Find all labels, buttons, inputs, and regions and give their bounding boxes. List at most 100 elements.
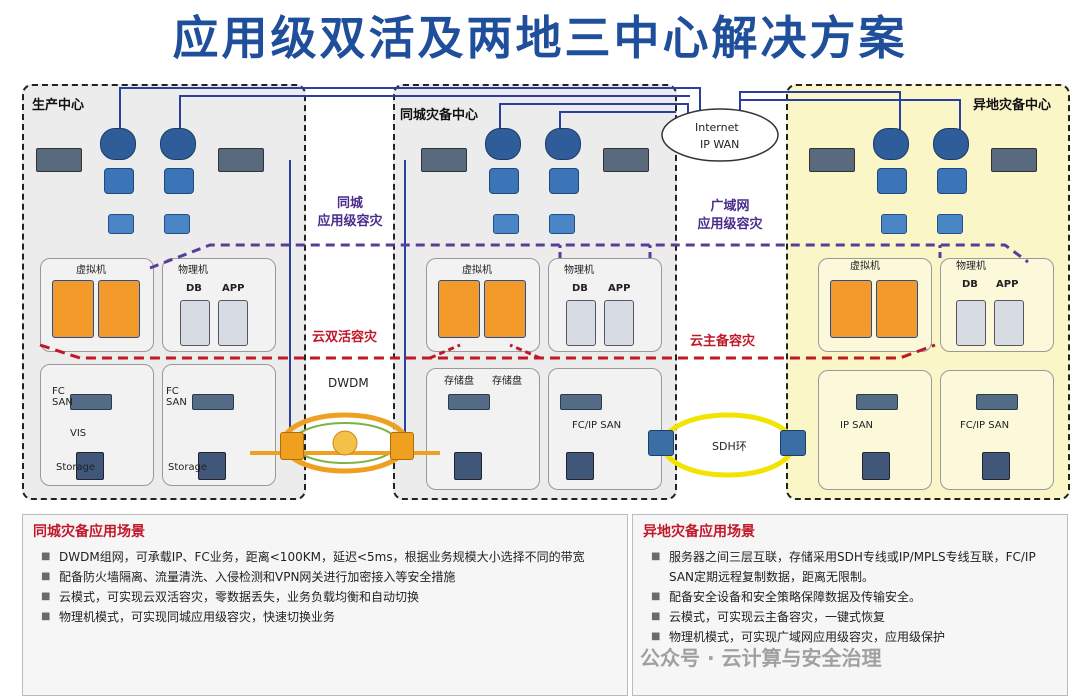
prod-access-switch-icon-2: [164, 214, 190, 234]
prod-fc-san-label-1: FC SAN: [52, 386, 73, 408]
city-vm-label: 虚拟机: [462, 265, 492, 276]
remote-core-switch-icon-1: [877, 168, 907, 194]
prod2-storage-array-icon: [198, 452, 226, 480]
same-city-scenario-panel: 同城灾备应用场景 DWDM组网，可承载IP、FC业务，距离<100KM，延迟<5…: [22, 514, 628, 696]
city-db-server-icon: [566, 300, 596, 346]
city-db-label: DB: [572, 283, 588, 294]
remote2-storage-array-icon: [982, 452, 1010, 480]
city-firewall-icon-2: [603, 148, 649, 172]
remote-vm-stack-icon-2: [876, 280, 918, 338]
same-city-scenario-title: 同城灾备应用场景: [33, 524, 145, 540]
same-city-item-2: 配备防火墙隔离、流量清洗、入侵检测和VPN网关进行加密接入等安全措施: [41, 567, 613, 587]
city-core-switch-icon-1: [489, 168, 519, 194]
remote-router-icon-1: [873, 128, 909, 160]
internet-label: Internet: [695, 121, 739, 134]
watermark: 公众号 · 云计算与安全治理: [640, 646, 882, 670]
remote-app-server-icon: [994, 300, 1024, 346]
prod-phys-label: 物理机: [178, 265, 208, 276]
wan-app-dr-label: 广域网 应用级容灾: [680, 198, 780, 234]
prod-storage-label-1: Storage: [56, 462, 96, 473]
prod-vm-stack-icon-2: [98, 280, 140, 338]
cloud-active-standby-label: 云主备容灾: [690, 334, 756, 349]
remote-center-label: 异地灾备中心: [973, 98, 1052, 113]
prod-router-icon-1: [100, 128, 136, 160]
remote-firewall-icon-2: [991, 148, 1037, 172]
remote-storage-box-2: [940, 370, 1054, 490]
city-fcip-san-label: FC/IP SAN: [572, 420, 622, 431]
same-city-item-4: 物理机模式，可实现同城应用级容灾，快速切换业务: [41, 607, 613, 627]
wan-line1: 广域网: [710, 199, 750, 214]
city-access-switch-icon-1: [493, 214, 519, 234]
remote-vm-label: 虚拟机: [850, 261, 880, 272]
city2-san-switch-icon: [560, 394, 602, 410]
remote-db-label: DB: [962, 279, 978, 290]
remote-access-switch-icon-2: [937, 214, 963, 234]
remote-item-1: 服务器之间三层互联，存储采用SDH专线或IP/MPLS专线互联，FC/IP SA…: [651, 547, 1055, 587]
remote-firewall-icon-1: [809, 148, 855, 172]
remote-scenario-panel: 异地灾备应用场景 服务器之间三层互联，存储采用SDH专线或IP/MPLS专线互联…: [632, 514, 1068, 696]
same-city-app-dr-label: 同城 应用级容灾: [305, 195, 395, 231]
prod-db-label: DB: [186, 283, 202, 294]
city-app-server-icon: [604, 300, 634, 346]
sdh-device-right: [780, 430, 806, 456]
city2-storage-array-icon: [566, 452, 594, 480]
prod-access-switch-icon-1: [108, 214, 134, 234]
remote-storage-array-icon: [862, 452, 890, 480]
prod-db-server-icon: [180, 300, 210, 346]
city-storage-disk-2: 存储盘: [492, 376, 522, 387]
prod-firewall-icon-1: [36, 148, 82, 172]
city-access-switch-icon-2: [549, 214, 575, 234]
remote-core-switch-icon-2: [937, 168, 967, 194]
remote-router-icon-2: [933, 128, 969, 160]
prod-san-switch-icon: [70, 394, 112, 410]
prod2-san-switch-icon: [192, 394, 234, 410]
city-storage-disk-1: 存储盘: [444, 376, 474, 387]
network-lines: [39, 87, 1029, 478]
city-router-icon-2: [545, 128, 581, 160]
remote-vm-stack-icon-1: [830, 280, 872, 338]
city-vm-stack-icon-1: [438, 280, 480, 338]
remote-san-switch-icon: [856, 394, 898, 410]
city-router-icon-1: [485, 128, 521, 160]
prod-core-switch-icon-2: [164, 168, 194, 194]
prod-vm-label: 虚拟机: [76, 265, 106, 276]
page-title: 应用级双活及两地三中心解决方案: [172, 11, 908, 65]
prod-app-label: APP: [222, 283, 245, 294]
city-app-label: APP: [608, 283, 631, 294]
ip-wan-label: IP WAN: [700, 138, 740, 151]
same-city-item-1: DWDM组网，可承载IP、FC业务，距离<100KM，延迟<5ms，根据业务规模…: [41, 547, 613, 567]
city-firewall-icon-1: [421, 148, 467, 172]
sdh-device-left: [648, 430, 674, 456]
city-storage-array-icon: [454, 452, 482, 480]
same-city-item-3: 云模式，可实现云双活容灾，零数据丢失，业务负载均衡和自动切换: [41, 587, 613, 607]
same-city-center-label: 同城灾备中心: [400, 108, 479, 123]
city-core-switch-icon-2: [549, 168, 579, 194]
prod-vm-stack-icon-1: [52, 280, 94, 338]
prod-vis-label: VIS: [70, 428, 87, 439]
remote-db-server-icon: [956, 300, 986, 346]
cloud-active-active-label: 云双活容灾: [312, 330, 378, 345]
prod-fc-san-label-2: FC SAN: [166, 386, 187, 408]
wan-line2: 应用级容灾: [697, 217, 763, 232]
remote-access-switch-icon-1: [881, 214, 907, 234]
remote-scenario-title: 异地灾备应用场景: [643, 524, 755, 540]
dwdm-label: DWDM: [328, 376, 369, 390]
remote2-san-switch-icon: [976, 394, 1018, 410]
city-phys-label: 物理机: [564, 265, 594, 276]
production-center-label: 生产中心: [32, 98, 85, 113]
remote-item-2: 配备安全设备和安全策略保障数据及传输安全。: [651, 587, 1055, 607]
prod-firewall-icon-2: [218, 148, 264, 172]
remote-ip-san-label: IP SAN: [840, 420, 874, 431]
prod-app-server-icon: [218, 300, 248, 346]
remote-app-label: APP: [996, 279, 1019, 290]
same-city-app-dr-line1: 同城: [336, 196, 363, 211]
city-vm-stack-icon-2: [484, 280, 526, 338]
remote-fcip-san-label: FC/IP SAN: [960, 420, 1010, 431]
dwdm-device-left: [280, 432, 304, 460]
same-city-app-dr-line2: 应用级容灾: [317, 214, 383, 229]
prod-storage-array-icon: [76, 452, 104, 480]
remote-item-4: 物理机模式，可实现广域网应用级容灾，应用级保护: [651, 627, 1055, 647]
remote-phys-label: 物理机: [956, 261, 986, 272]
prod-router-icon-2: [160, 128, 196, 160]
dwdm-device-right: [390, 432, 414, 460]
